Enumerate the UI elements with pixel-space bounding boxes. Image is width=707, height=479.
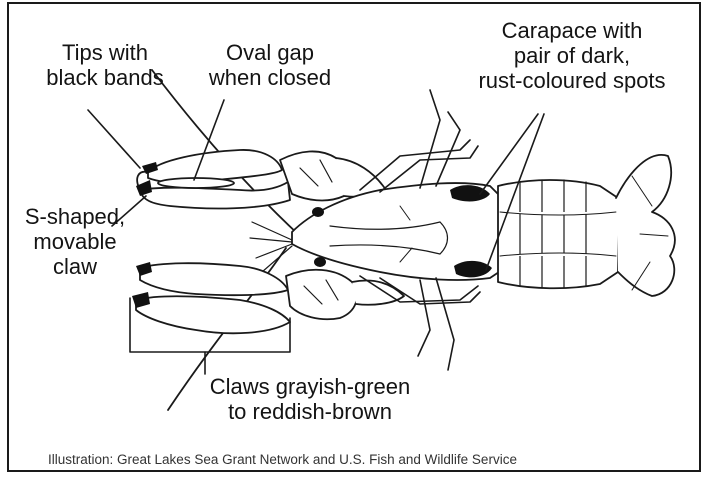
tail-fan: [616, 155, 675, 296]
label-oval-gap: Oval gap when closed: [200, 40, 340, 90]
lower-claw: [132, 262, 404, 333]
eye-lower: [314, 257, 326, 267]
oval-gap: [158, 178, 234, 188]
eye-upper: [312, 207, 324, 217]
illustration-credit: Illustration: Great Lakes Sea Grant Netw…: [48, 452, 517, 467]
label-tips-black-bands: Tips with black bands: [40, 40, 170, 90]
antennule: [250, 222, 292, 272]
abdomen: [498, 155, 675, 296]
label-carapace-spots: Carapace with pair of dark, rust-coloure…: [462, 18, 682, 93]
label-s-shaped-claw: S-shaped, movable claw: [20, 204, 130, 279]
label-claws-color: Claws grayish-green to reddish-brown: [200, 374, 420, 424]
